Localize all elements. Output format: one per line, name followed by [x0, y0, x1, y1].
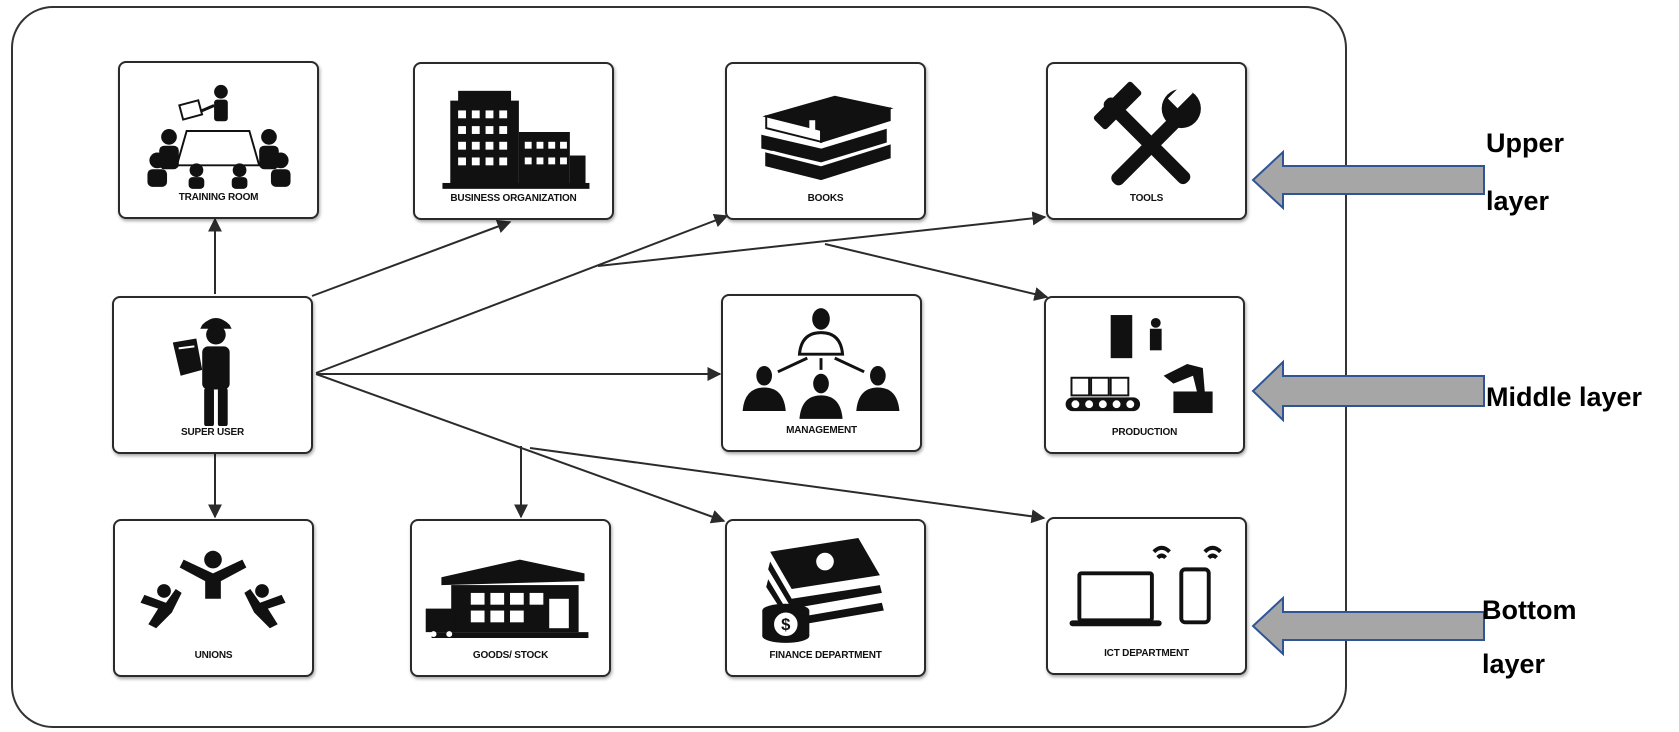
node-management: MANAGEMENT — [721, 294, 922, 452]
node-label: PRODUCTION — [1111, 427, 1178, 438]
node-label: TOOLS — [1129, 193, 1164, 204]
node-label: BOOKS — [807, 193, 844, 204]
node-ict-department: ICT DEPARTMENT — [1046, 517, 1247, 675]
laptop-phone-icon — [1069, 545, 1222, 627]
worker-with-clipboard-icon — [172, 317, 232, 426]
arrow-junction-to-ict — [529, 447, 1046, 524]
node-tools: TOOLS — [1046, 62, 1247, 220]
arrow-junction-to-tools — [597, 211, 1047, 267]
node-business-organization: BUSINESS ORGANIZATION — [413, 62, 614, 220]
node-label: SUPER USER — [180, 427, 244, 438]
node-goods-stock: GOODS/ STOCK — [410, 519, 611, 677]
node-label: TRAINING ROOM — [178, 192, 259, 203]
org-hierarchy-icon — [742, 308, 900, 419]
node-label: FINANCE DEPARTMENT — [769, 650, 882, 661]
node-training-room: TRAINING ROOM — [118, 61, 319, 219]
node-label: ICT DEPARTMENT — [1104, 648, 1189, 659]
node-production: PRODUCTION — [1044, 296, 1245, 454]
arrow-super-user-to-business-org — [311, 219, 512, 297]
meeting-icon — [147, 84, 291, 189]
node-label: BUSINESS ORGANIZATION — [450, 193, 577, 204]
node-unions: UNIONS — [113, 519, 314, 677]
upper-layer-label-line2: layer — [1486, 186, 1550, 216]
bottom-layer-label-line1: Bottom — [1482, 595, 1577, 625]
factory-conveyor-icon — [1065, 315, 1213, 414]
hammer-wrench-icon — [1093, 81, 1201, 186]
warehouse-icon — [425, 559, 589, 639]
money-stack-icon: $ — [762, 538, 884, 643]
node-label: GOODS/ STOCK — [472, 650, 549, 661]
node-label: UNIONS — [194, 650, 233, 661]
upper-layer-label-line1: Upper — [1486, 128, 1565, 158]
node-finance-department: $ FINANCE DEPARTMENT — [725, 519, 926, 677]
bottom-layer-label-line2: layer — [1482, 649, 1546, 679]
middle-layer-label: Middle layer — [1486, 382, 1643, 412]
svg-text:$: $ — [781, 615, 791, 634]
arrow-super-user-to-books — [315, 213, 729, 374]
node-label: MANAGEMENT — [786, 425, 857, 436]
books-stack-icon — [761, 95, 894, 181]
people-group-icon — [140, 550, 286, 629]
arrow-junction-to-production — [824, 243, 1049, 301]
office-building-icon — [442, 90, 590, 189]
node-books: BOOKS — [725, 62, 926, 220]
node-super-user: SUPER USER — [112, 296, 313, 454]
